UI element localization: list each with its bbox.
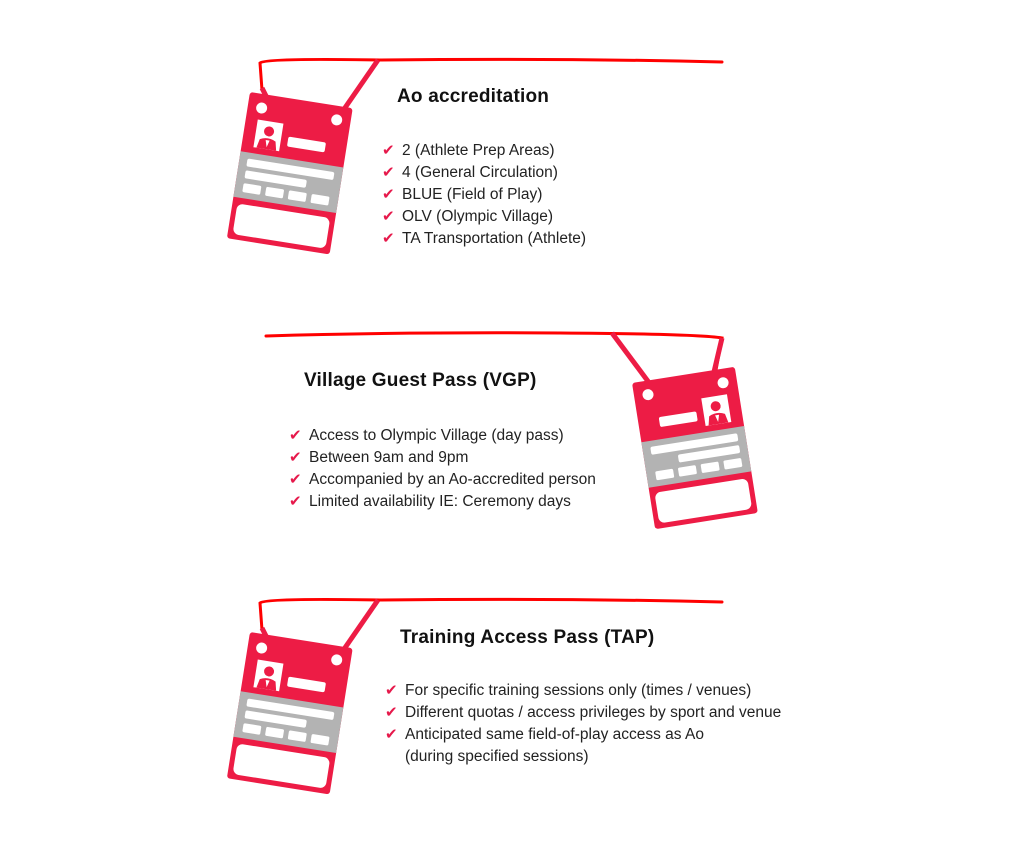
check-icon: ✔	[382, 186, 395, 203]
list-item: ✔Anticipated same field-of-play access a…	[385, 724, 781, 746]
list-item: ✔Limited availability IE: Ceremony days	[289, 491, 596, 513]
list-item: ✔Between 9am and 9pm	[289, 447, 596, 469]
list-item: ✔OLV (Olympic Village)	[382, 206, 586, 228]
ao-accreditation-list: ✔2 (Athlete Prep Areas) ✔4 (General Circ…	[382, 140, 586, 250]
village-guest-pass-list: ✔Access to Olympic Village (day pass) ✔B…	[289, 425, 596, 513]
list-item: ✔TA Transportation (Athlete)	[382, 228, 586, 250]
check-icon: ✔	[289, 427, 302, 444]
section-title-village-guest-pass: Village Guest Pass (VGP)	[304, 370, 537, 391]
check-icon: ✔	[382, 142, 395, 159]
list-item: ✔For specific training sessions only (ti…	[385, 680, 781, 702]
section-title-ao-accreditation: Ao accreditation	[397, 86, 550, 107]
check-icon: ✔	[385, 682, 398, 699]
list-item: ✔BLUE (Field of Play)	[382, 184, 586, 206]
training-access-pass-list: ✔For specific training sessions only (ti…	[385, 680, 781, 768]
lanyard-2	[264, 331, 725, 386]
list-item: ✔Different quotas / access privileges by…	[385, 702, 781, 724]
list-item: ✔2 (Athlete Prep Areas)	[382, 140, 586, 162]
check-icon: ✔	[382, 230, 395, 247]
badge-3	[226, 632, 353, 795]
check-icon: ✔	[382, 164, 395, 181]
badge-1	[226, 92, 353, 255]
badge-2	[632, 366, 758, 530]
list-item: ✔Access to Olympic Village (day pass)	[289, 425, 596, 447]
section-title-training-access-pass: Training Access Pass (TAP)	[400, 627, 655, 648]
check-icon: ✔	[289, 493, 302, 510]
check-icon: ✔	[289, 471, 302, 488]
check-icon: ✔	[289, 449, 302, 466]
list-item: ✔4 (General Circulation)	[382, 162, 586, 184]
check-icon: ✔	[385, 726, 398, 743]
list-item: ✔Accompanied by an Ao-accredited person	[289, 469, 596, 491]
list-item-continuation: (during specified sessions)	[405, 748, 589, 765]
check-icon: ✔	[382, 208, 395, 225]
check-icon: ✔	[385, 704, 398, 721]
